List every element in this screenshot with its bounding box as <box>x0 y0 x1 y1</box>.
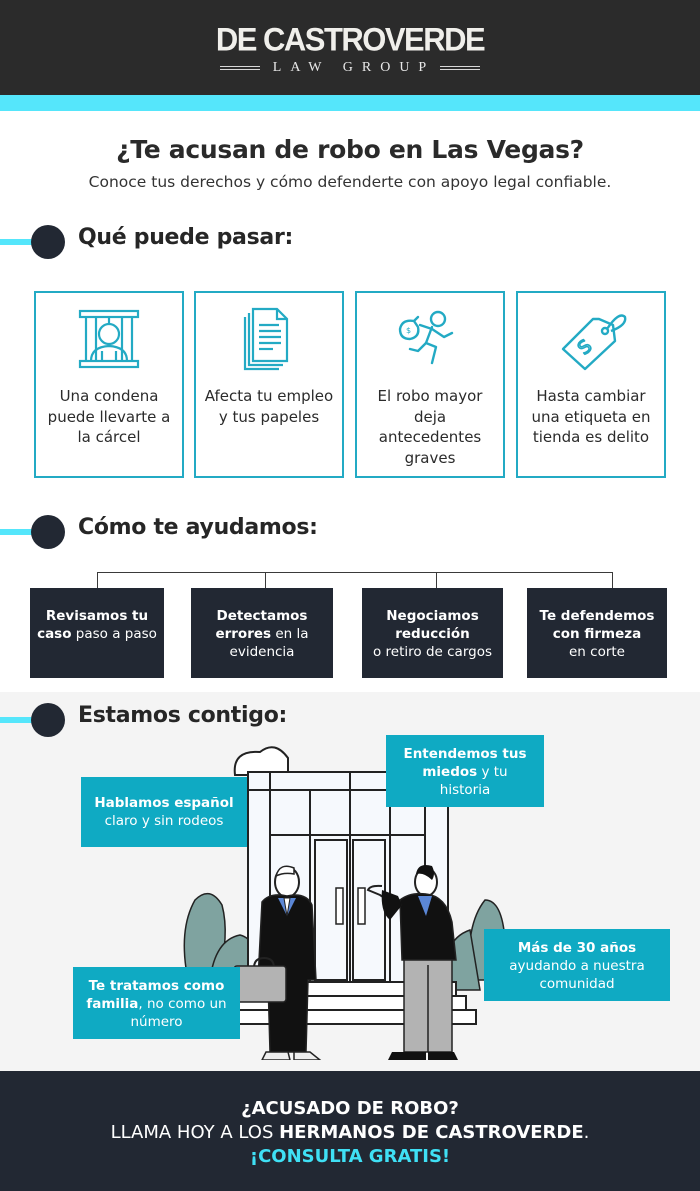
accent-bar <box>0 95 700 111</box>
heading-bullet-dot <box>31 703 65 737</box>
help-step-box: Revisamos tu caso paso a paso <box>30 588 164 678</box>
help-step-box: Negociamos reducción o retiro de cargos <box>362 588 503 678</box>
connector-line <box>612 572 613 588</box>
tip-bold: Entendemos tus miedos <box>403 746 527 780</box>
help-step-rest: en la evidencia <box>229 626 309 660</box>
risk-card-text: Afecta tu empleo y tus papeles <box>204 387 334 426</box>
tip-rest: y tu historia <box>439 764 508 798</box>
logo-rule-left <box>220 66 260 70</box>
cta-call-end: . <box>583 1122 590 1143</box>
tip-rest: claro y sin rodeos <box>104 813 224 829</box>
documents-icon <box>196 307 342 377</box>
section-heading-help: Cómo te ayudamos: <box>0 514 400 550</box>
risk-card-text: Hasta cambiar una etiqueta en tienda es … <box>531 387 651 446</box>
section-title: Cómo te ayudamos: <box>78 515 318 540</box>
risk-card-text: Una condena puede llevarte a la cárcel <box>47 387 171 446</box>
courthouse-illustration <box>183 746 506 1060</box>
heading-accent-bar <box>0 239 40 245</box>
section-title: Estamos contigo: <box>78 703 288 728</box>
connector-line <box>97 572 613 573</box>
tip-bold: Más de 30 años <box>517 940 637 956</box>
heading-accent-bar <box>0 717 40 723</box>
page-subtitle: Conoce tus derechos y cómo defenderte co… <box>88 173 612 191</box>
cta-free-consult[interactable]: ¡CONSULTA GRATIS! <box>249 1146 451 1167</box>
help-step-rest: o retiro de cargos <box>373 644 492 660</box>
support-tip: Más de 30 años ayudando a nuestra comuni… <box>484 929 670 1001</box>
tip-rest: ayudando a nuestra comunidad <box>509 958 645 992</box>
section-heading-support: Estamos contigo: <box>0 702 400 738</box>
connector-line <box>265 572 266 588</box>
support-tip: Hablamos español claro y sin rodeos <box>81 777 247 847</box>
risk-card: $ El robo mayor deja antecedentes graves <box>355 291 505 478</box>
prison-bars-icon <box>36 307 182 377</box>
section-title: Qué puede pasar: <box>78 225 293 250</box>
svg-text:S: S <box>574 336 596 359</box>
page-title: ¿Te acusan de robo en Las Vegas? <box>116 135 584 164</box>
help-step-box: Te defendemos con firmeza en corte <box>527 588 667 678</box>
logo-rule-right <box>440 66 480 70</box>
help-step-bold: Detectamos errores <box>215 608 308 642</box>
brand-subtitle: LAW GROUP <box>272 60 436 75</box>
risk-card-text: El robo mayor deja antecedentes graves <box>377 387 483 467</box>
connector-line <box>97 572 98 588</box>
risk-card: S Hasta cambiar una etiqueta en tienda e… <box>516 291 666 478</box>
help-step-bold: Te defendemos con firmeza <box>539 608 655 642</box>
help-step-rest: en corte <box>569 644 625 660</box>
heading-bullet-dot <box>31 515 65 549</box>
brand-logo-main: DE CASTROVERDE <box>215 21 486 58</box>
section-heading-risks: Qué puede pasar: <box>0 224 400 260</box>
connector-line <box>436 572 437 588</box>
cta-call-bold: HERMANOS DE CASTROVERDE <box>279 1122 584 1143</box>
heading-accent-bar <box>0 529 40 535</box>
thief-running-icon: $ <box>357 307 503 377</box>
cta-footer: ¿ACUSADO DE ROBO? LLAMA HOY A LOS HERMAN… <box>0 1071 700 1191</box>
tip-rest: , no como un número <box>130 996 227 1030</box>
support-tip: Entendemos tus miedos y tu historia <box>386 735 544 807</box>
price-tag-icon: S <box>518 307 664 377</box>
support-tip: Te tratamos como familia, no como un núm… <box>73 967 240 1039</box>
svg-text:$: $ <box>406 326 411 335</box>
help-step-box: Detectamos errores en la evidencia <box>191 588 333 678</box>
site-header: DE CASTROVERDE LAW GROUP <box>0 0 700 95</box>
help-step-rest: paso a paso <box>75 626 157 642</box>
brand-logo-sub: LAW GROUP <box>220 60 480 76</box>
heading-bullet-dot <box>31 225 65 259</box>
tip-bold: Te tratamos como familia <box>86 978 225 1012</box>
cta-call-regular: LLAMA HOY A LOS <box>110 1122 280 1143</box>
help-step-bold: Revisamos tu caso <box>37 608 149 642</box>
cta-call-line: LLAMA HOY A LOS HERMANOS DE CASTROVERDE. <box>0 1122 700 1143</box>
cta-headline: ¿ACUSADO DE ROBO? <box>241 1098 459 1119</box>
tip-bold: Hablamos español <box>94 795 234 811</box>
risk-card: Afecta tu empleo y tus papeles <box>194 291 344 478</box>
risk-card: Una condena puede llevarte a la cárcel <box>34 291 184 478</box>
help-step-bold: Negociamos reducción <box>386 608 479 642</box>
